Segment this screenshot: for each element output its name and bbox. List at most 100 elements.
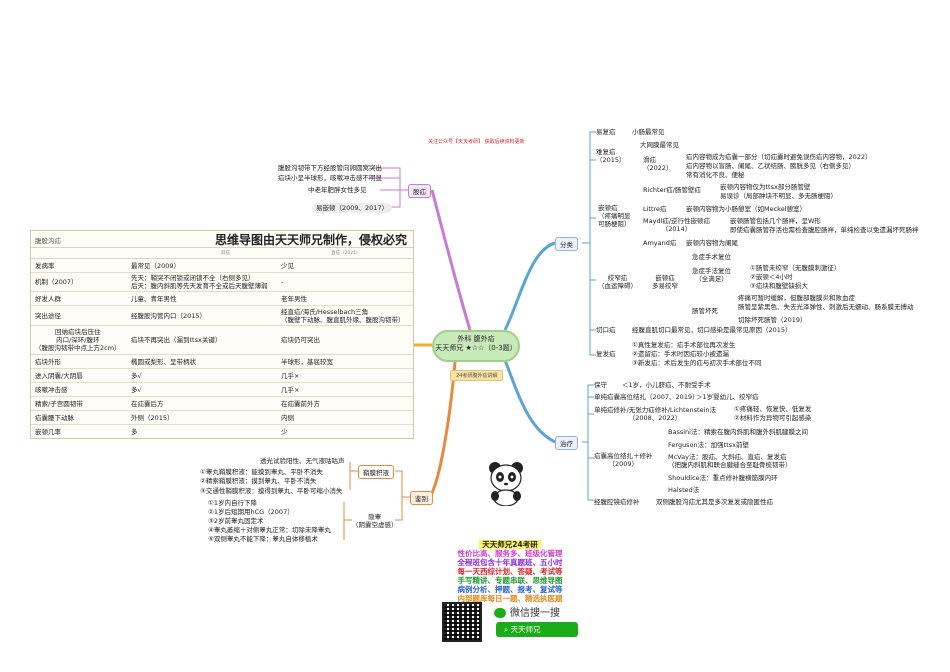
hydrocele-type-2: ②精索鞘膜积液：摸到睾丸、平卧不消失 (200, 477, 317, 485)
promo-block: 天天师兄24考研 性价比高、服务多、班级化管理全程班包含十年真题班、五小时每一天… (440, 540, 580, 603)
irreducible-omentum: 大网膜最常见 (640, 141, 679, 149)
emergency-surgery: 急症手术复位 (692, 253, 731, 261)
direct-value: 疝块仍可突出 (281, 336, 320, 344)
maydl-hernia: Maydl疝/逆行性嵌顿疝 （2014） (643, 217, 711, 233)
direct-value: 经直疝/海氏/Hesselbach三角 （腹壁下动脉、腹直肌外缘、腹股沟韧带） (281, 307, 405, 324)
tension-free-1: ①疼痛轻、恢复快、低复发 (734, 405, 812, 413)
qr-code-icon (442, 602, 482, 642)
direct-value: 内侧 (281, 413, 294, 422)
indirect-value: 儿童、青年男性 (131, 294, 177, 303)
table-row: 发病率最常见（2009）少见 (31, 259, 413, 273)
wechat-search-box[interactable]: ⌕ 天天师兄 (496, 622, 578, 637)
direct-value: 少见 (281, 261, 294, 270)
hydrocele-node[interactable]: 鞘膜积液 (358, 465, 394, 479)
branch-classification[interactable]: 分类 (555, 237, 578, 251)
cryptorchidism-node[interactable]: 隐睾 （阴囊空虚感） (352, 513, 398, 529)
recurrent-hernia: 复发疝 (596, 350, 616, 358)
bowel-necrosis: 肠管坏死 (692, 307, 718, 315)
row-label: 突出途径 (35, 311, 61, 320)
indirect-value: 在疝囊后方 (131, 399, 164, 408)
promo-title: 天天师兄24考研 (479, 540, 541, 549)
strangulated-hernia: 绞窄疝 （血运障碍） (598, 274, 637, 290)
indirect-value: 疝块不再突出（漏到ttsx关键） (131, 336, 222, 344)
femoral-item-2: 疝块小呈半球形，咳嗽冲击感不明显 (278, 174, 382, 182)
row-label: 精索/子宫圆韧带 (35, 399, 83, 408)
table-row: 嵌顿几率多少 (31, 425, 413, 438)
wechat-search-hint: 微信搜一搜 (494, 604, 560, 619)
table-row: 疝块外形 椭圆或梨形、呈带柄状 半球形，基底较宽 (31, 355, 413, 369)
amyand-desc: 嵌顿内容物为阑尾 (686, 239, 738, 247)
femoral-item-1: 腹股沟韧带下方经股管向卵圆窝突出 (278, 164, 382, 172)
reduction-criteria-3: ③疝块和腹壁缺损大 (750, 282, 808, 290)
row-label: 疝囊腰下动脉 (35, 413, 74, 422)
row-label: 机制（2007） (35, 278, 78, 286)
center-subtitle: 天天师兄 ★☆☆（0-3题） (435, 344, 517, 352)
direct-value: 老年男性 (281, 294, 307, 303)
high-ligation-desc: ＞1岁婴幼儿、绞窄疝 (696, 393, 759, 401)
crypto-5: ⑤双侧睾丸不能下降：睾丸自体移植术 (208, 535, 318, 543)
sliding-desc-3: 常有消化不良、便秘 (686, 171, 745, 179)
laparoscopic-desc: 双侧腹股沟疝尤其是多次复发或隐匿性疝 (656, 498, 773, 506)
table-subheader: 斜疝 直疝（2021） (31, 248, 413, 259)
row-label: 进入阴囊/大阴唇 (35, 371, 83, 380)
laparoscopic-repair: 经腹腔镜疝修补 (594, 498, 640, 506)
crypto-4: ④睾丸萎缩＋对侧睾丸正常：切除未降睾丸 (208, 526, 331, 534)
manual-reduction: 急症手法复位 （全满足） (692, 267, 731, 283)
indirect-value: 经腹股沟管内口（2015） (131, 311, 207, 320)
promo-line: 每一天西综计划、答疑、考试等 (457, 567, 563, 576)
incisional-hernia: 切口疝 (596, 326, 616, 334)
sliding-desc-2: 疝内容物以盲肠、阑尾、乙状结肠、膀胱多见（右侧多见） (686, 162, 855, 170)
center-title: 外科 腹外疝 (457, 335, 495, 343)
col-direct: 直疝（2021） (331, 251, 361, 256)
table-row: 回纳疝块后压住 内口/深环/腹环 （腹股沟韧带中点上方2cm）疝块不再突出（漏到… (31, 326, 413, 355)
row-label: 咳嗽冲击感 (35, 385, 68, 394)
table-row: 进入阴囊/大阴唇多√几乎× (31, 369, 413, 383)
promo-line: 性价比高、服务多、班级化管理 (457, 549, 563, 558)
littre-desc: 嵌顿内容物为小肠憩室（如Meckel憩室） (686, 205, 807, 213)
ligation-repair: 疝囊高位结扎＋修补 （2009） (594, 452, 653, 468)
table-row: 机制（2007）先天：鞘突不闭锁或闭锁不全（右侧多见） 后天：腹内斜肌等先天发育… (31, 273, 413, 292)
branch-femoral-hernia[interactable]: 股疝 (408, 184, 431, 198)
col-indirect: 斜疝 (221, 251, 230, 256)
row-label: 疝块外形 (35, 357, 61, 366)
bassini-method: Bassini法：精索在腹内斜肌和腹外斜肌腱膜之间 (668, 428, 808, 436)
incisional-desc: 经腹直肌切口最常见，切口感染是最常见原因（2015） (632, 326, 792, 334)
necrosis-desc-3: 切除坏死肠管（2019） (738, 316, 807, 324)
reduction-criteria-2: ②嵌顿＜4小时 (750, 273, 793, 281)
comparison-table: 腹股沟疝 思维导图由天天师兄制作，侵权必究 斜疝 直疝（2021） 发病率最常见… (30, 230, 414, 439)
crypto-2: ②1岁后短期用hCG（2007） (208, 508, 294, 516)
incarcerated-strangulated: 嵌顿疝 多易绞窄 (652, 274, 678, 290)
tension-free-repair: 单纯疝修补/无张力疝修补/Lichtenstein法 （2008、2022） (594, 406, 717, 422)
center-tag: 24考研腹外疝讲解 (450, 370, 504, 381)
promo-line: 全程班包含十年真题班、五小时 (457, 558, 563, 567)
crypto-3: ③2岁前睾丸固定术 (208, 517, 264, 525)
femoral-item-4: 易嵌顿（2009、2017） (312, 203, 393, 213)
indirect-value: 椭圆或梨形、呈带柄状 (131, 357, 196, 366)
indirect-value: 多 (131, 427, 138, 436)
direct-value: 在疝囊前外方 (281, 399, 320, 408)
amyand-hernia: Amyand疝 (643, 239, 677, 247)
direct-value: 半球形，基底较宽 (281, 357, 333, 366)
shouldice-method: Shouldice法：重点修补腹横筋膜内环 (668, 474, 778, 482)
table-row: 精索/子宫圆韧带 在疝囊后方 在疝囊前外方 (31, 397, 413, 411)
richter-hernia: Richter疝/肠管壁疝 (643, 186, 701, 194)
recurrent-3: ③新发疝：术后发生的疝与初次手术部位不同 (632, 359, 762, 367)
tension-free-2: ②材料作为异物可引起感染 (734, 414, 812, 422)
ferguson-method: Ferguson法：加强ttsx前壁 (668, 441, 749, 449)
branch-treatment[interactable]: 治疗 (555, 436, 578, 450)
center-topic[interactable]: 外科 腹外疝 天天师兄 ★☆☆（0-3题） (432, 330, 520, 362)
conservative-desc: ＜1岁，小儿脐疝、不耐受手术 (622, 381, 711, 389)
header-note: 关注公众号【天天考研】 获取后续资料更新 (428, 139, 525, 145)
crypto-1: ①1岁内自行下降 (208, 499, 257, 507)
richter-desc-2: 易误诊（局部肿块不明显、多无肠梗阻） (720, 192, 837, 200)
maydl-desc-2: 即使疝囊肠管存活也需检查腹腔肠袢，单纯检查以免遗漏坏死肠袢 (730, 226, 919, 234)
indirect-value: 多√ (131, 385, 142, 394)
necrosis-desc-1: 疼痛可暂时缓解，但腹部腹膜炎和败血症 (738, 294, 855, 302)
reduction-criteria-1: ①肠管未绞窄（无腹膜刺激征） (750, 264, 841, 272)
direct-value: 几乎× (281, 371, 300, 380)
branch-differential[interactable]: 鉴别 (410, 491, 433, 505)
hydrocele-transillumination: 透光试验阳性、无气液咕咕声 (260, 457, 345, 465)
direct-value: - (281, 278, 284, 286)
recurrent-1: ①真性复发疝：疝手术部位再次发生 (632, 341, 736, 349)
direct-value: 几乎× (281, 385, 300, 394)
